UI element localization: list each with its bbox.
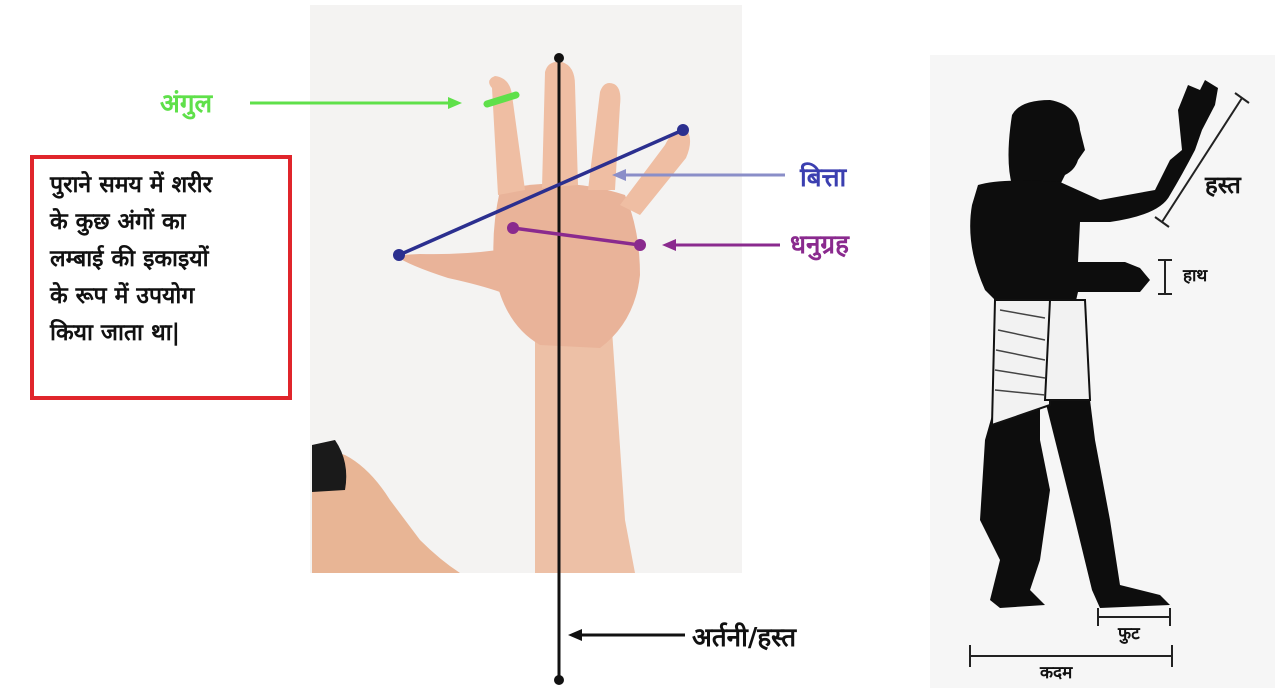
dhanugrah-label: धनुग्रह: [790, 225, 849, 261]
aratni-arrow: [568, 629, 685, 641]
info-box: पुराने समय में शरीर के कुछ अंगों का लम्ब…: [30, 155, 292, 400]
bitta-label: बित्ता: [800, 158, 846, 194]
hast-label: हस्त: [1205, 168, 1241, 201]
aratni-hast-label: अर्तनी/हस्त: [692, 618, 796, 654]
angul-arrow: [250, 97, 462, 109]
angul-label: अंगुल: [160, 84, 212, 120]
foot-label: फुट: [1118, 621, 1140, 644]
bitta-arrow: [612, 169, 785, 181]
haath-dimension: [1158, 260, 1172, 294]
hand-illustration: [312, 62, 690, 573]
dhanugrah-arrow: [662, 239, 780, 251]
info-text: पुराने समय में शरीर के कुछ अंगों का लम्ब…: [50, 167, 278, 352]
haath-label: हाथ: [1183, 263, 1207, 286]
kadam-label: कदम: [1040, 660, 1072, 683]
